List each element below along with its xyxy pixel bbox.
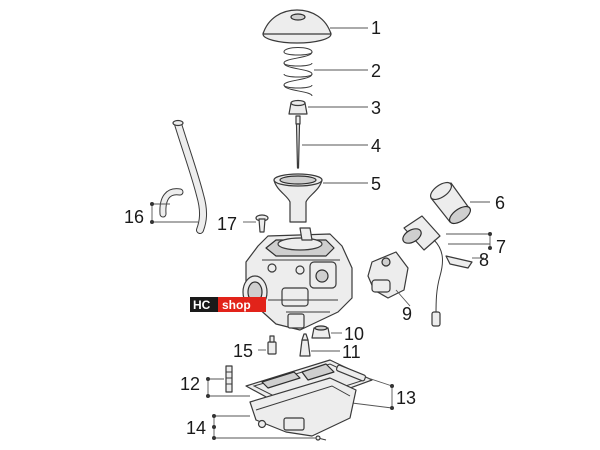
label-3: 3 — [371, 98, 381, 118]
part-main-jet — [299, 333, 311, 357]
label-9: 9 — [402, 304, 412, 324]
label-6: 6 — [495, 193, 505, 213]
part-choke-assembly — [402, 215, 443, 327]
logo-text-shop: shop — [222, 298, 251, 312]
part-needle-retainer — [288, 99, 308, 115]
label-5: 5 — [371, 174, 381, 194]
part-spring — [283, 47, 313, 97]
label-12: 12 — [180, 374, 200, 394]
label-1: 1 — [371, 18, 381, 38]
part-jet-needle — [295, 115, 301, 169]
part-needle-jet — [267, 335, 277, 355]
part-throttle-bracket — [367, 251, 409, 299]
label-14: 14 — [186, 418, 206, 438]
part-fuel-hose — [159, 119, 207, 234]
hc-shop-logo: HC shop — [190, 297, 266, 312]
part-pilot-screw — [225, 365, 233, 393]
label-16: 16 — [124, 207, 144, 227]
label-8: 8 — [479, 250, 489, 270]
carburetor-body — [242, 227, 353, 331]
part-air-sleeve — [429, 181, 472, 225]
label-17: 17 — [217, 214, 237, 234]
part-cover-cap — [262, 9, 332, 44]
label-4: 4 — [371, 136, 381, 156]
label-11: 11 — [342, 342, 361, 362]
part-nut — [311, 325, 331, 339]
label-10: 10 — [344, 324, 364, 344]
label-13: 13 — [396, 388, 416, 408]
label-15: 15 — [233, 341, 253, 361]
part-throttle-slide — [273, 173, 323, 223]
part-float-bowl — [249, 377, 357, 441]
part-clip — [445, 255, 473, 269]
label-7: 7 — [496, 237, 506, 257]
logo-text-hc: HC — [193, 298, 211, 312]
part-screw-17 — [255, 214, 269, 233]
label-2: 2 — [371, 61, 381, 81]
